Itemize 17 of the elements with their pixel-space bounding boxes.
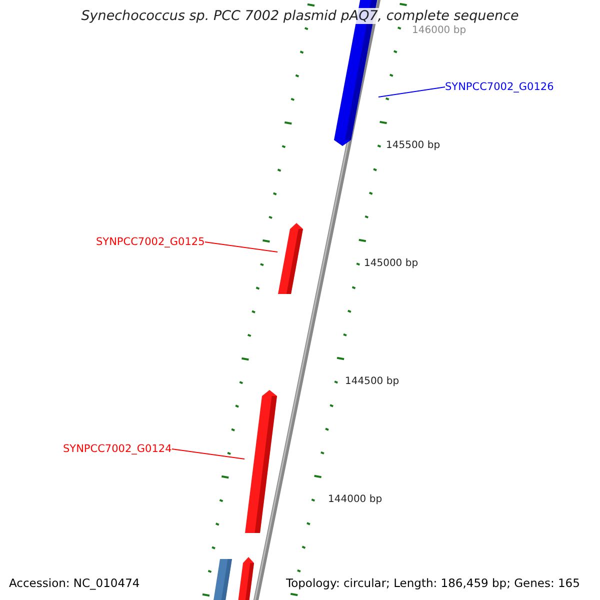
coordinate-label: 144500 bp	[345, 376, 400, 387]
coordinate-label: 144000 bp	[328, 494, 382, 505]
gene-feature	[236, 557, 254, 600]
leader-line	[204, 242, 278, 252]
gene-feature	[244, 390, 276, 533]
info-text: Accession: NC_010474	[9, 576, 140, 590]
leader-line	[378, 86, 446, 98]
info-text: Topology: circular; Length: 186,459 bp; Genes: 165	[286, 576, 580, 590]
leader-line	[172, 448, 245, 460]
coordinate-label: 146000 bp	[412, 25, 466, 36]
gene-label: SYNPCC7002_G0124	[63, 443, 172, 455]
gene-label: SYNPCC7002_G0125	[96, 236, 205, 248]
coordinate-label: 145000 bp	[364, 258, 418, 269]
gene-feature	[278, 223, 302, 294]
coordinate-label: 145500 bp	[386, 140, 440, 151]
gene-label: SYNPCC7002_G0126	[445, 81, 554, 93]
gene-feature	[212, 559, 232, 600]
